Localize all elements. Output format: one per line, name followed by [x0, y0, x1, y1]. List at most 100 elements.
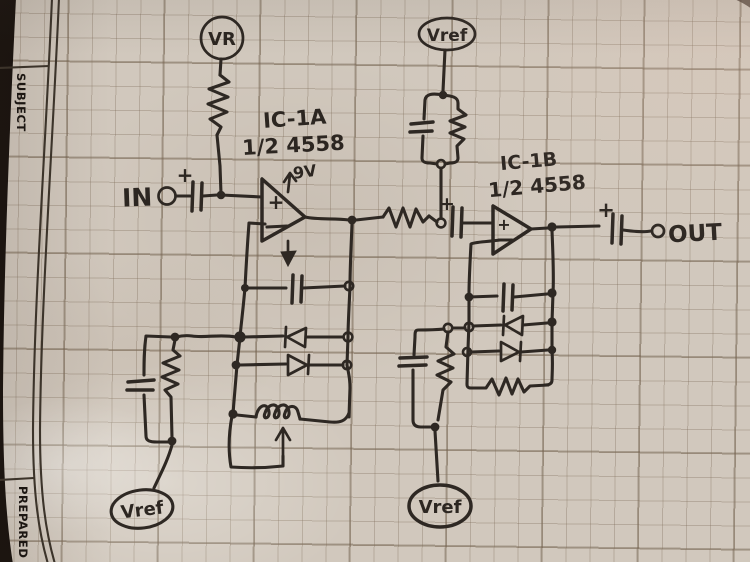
junction-dot [167, 436, 177, 446]
wire [218, 57, 223, 77]
wire [465, 238, 502, 386]
stage1-feedback-network [227, 221, 355, 470]
supply-arrow [282, 171, 298, 194]
subject-field-label: SUBJECT [14, 73, 28, 132]
wire [555, 224, 601, 229]
vref-label: Vref [120, 497, 165, 523]
stage1-bias-network: Vref [109, 332, 238, 530]
junction-ring [343, 280, 355, 292]
junction-dot [547, 345, 557, 355]
wire [354, 215, 385, 222]
vref-terminal [407, 483, 473, 529]
wire [152, 443, 174, 490]
ic1a-part-label: 1/2 4558 [241, 131, 345, 160]
output-label: OUT [667, 220, 723, 249]
wire [142, 334, 173, 377]
interstage-network: + [354, 193, 494, 239]
wire [471, 323, 503, 328]
wire [301, 284, 347, 290]
potentiometer-wiper-arrow [274, 426, 292, 458]
ic1b-name-label: IC-1B [499, 148, 558, 175]
vr-series-resistor [206, 73, 231, 137]
prepared-field-label: PREPARED [16, 486, 30, 558]
opamp-plus-input-mark: + [268, 190, 285, 214]
photo-dark-edge [0, 0, 16, 562]
clipping-diode-left [283, 325, 308, 349]
circuit-schematic: VR IN + IC-1A [109, 15, 723, 530]
opamp-ic1a: IC-1A 1/2 4558 + 9V [241, 104, 357, 268]
feedback-resistor [465, 376, 550, 397]
output-network: + OUT [555, 198, 723, 249]
margin-rule-inner [38, 0, 60, 562]
wire [521, 321, 549, 327]
photo-corner-dark [736, 0, 750, 8]
input-coupling-capacitor [190, 180, 204, 213]
junction-dot [430, 422, 440, 432]
stage2-feedback-network [461, 229, 557, 397]
wire [235, 413, 258, 419]
junction-dot [231, 360, 241, 370]
vref-terminal [417, 16, 477, 52]
junction-dot [547, 317, 557, 327]
wire [621, 228, 653, 234]
stage2-top-bias-network: Vref [408, 16, 477, 220]
input-cap-polarity-mark: + [177, 163, 194, 187]
clipping-diode-right [286, 353, 311, 377]
input-network: IN + [122, 163, 264, 213]
gain-potentiometer [254, 403, 302, 421]
wire [215, 133, 223, 196]
opamp-plus-input-mark: + [497, 215, 510, 234]
wire [142, 393, 172, 444]
junction-dot [170, 332, 180, 342]
junction-dot [241, 284, 249, 292]
bias-resistor [160, 338, 182, 440]
opamp-triangle [260, 177, 307, 243]
wire [420, 134, 432, 165]
output-terminal [650, 223, 666, 239]
wire [227, 414, 285, 470]
bias-capacitor [397, 355, 429, 368]
output-coupling-capacitor [610, 212, 624, 246]
output-cap-polarity-mark: + [597, 198, 615, 222]
feedback-capacitor [501, 282, 515, 313]
bias-capacitor [408, 120, 435, 134]
opamp-ic1b: IC-1B 1/2 4558 + [487, 148, 587, 256]
junction-dot [228, 409, 238, 419]
stage2-bias-network: Vref [397, 322, 473, 529]
input-terminal [157, 186, 177, 206]
wire [529, 226, 550, 231]
clipping-diode-right [499, 340, 523, 363]
vref-label: Vref [427, 26, 468, 46]
wire [467, 294, 499, 299]
junction-dot [347, 215, 357, 225]
bias-capacitor [125, 378, 156, 392]
opamp-minus-input-mark [265, 224, 289, 229]
prepared-field-rule [0, 476, 35, 481]
feedback-capacitor [290, 273, 304, 305]
negative-supply-arrowhead [280, 250, 297, 268]
junction-dot [464, 292, 474, 302]
wire [469, 349, 501, 354]
junction-dot [234, 331, 246, 343]
junction-ring [341, 359, 353, 371]
junction-ring [342, 331, 354, 343]
junction-dot [547, 288, 557, 298]
junction-dot [547, 222, 557, 232]
wire [433, 429, 440, 483]
interstage-cap-polarity-mark: + [439, 193, 455, 215]
wire [242, 334, 285, 339]
wire [345, 222, 354, 419]
wire [422, 92, 445, 121]
vr-bias-branch: VR [199, 15, 245, 196]
margin-rule-outer [31, 0, 53, 562]
wire [303, 215, 351, 222]
wire [174, 334, 238, 339]
junction-ring [461, 346, 473, 358]
vref-terminal [109, 488, 175, 530]
wire [238, 362, 288, 367]
wire [219, 193, 264, 199]
bias-resistor [435, 330, 456, 422]
